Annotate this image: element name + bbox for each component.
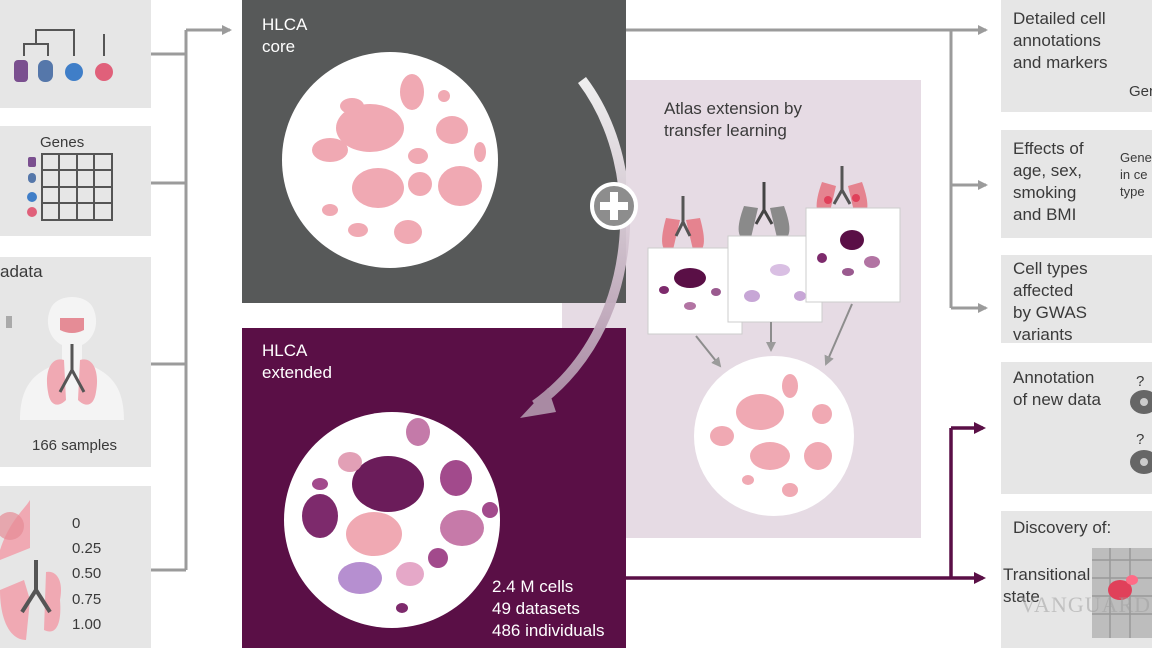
gwas-panel [1001,255,1152,343]
merge-arrows [695,303,853,368]
box3-line1: Cell types [1013,259,1088,278]
samples-label: 166 samples [32,437,118,454]
effects-panel [1001,130,1152,238]
box2-side-line1: Gene [1120,150,1152,165]
box4-question-1: ? [1136,373,1145,390]
box3-line2: affected [1013,281,1074,300]
extended-title-line1: HLCA [262,341,308,360]
annotations-panel [1001,0,1152,112]
scale-tick-4: 1.00 [72,616,102,633]
new-data-cells-icon [1130,390,1152,474]
stat-datasets: 49 datasets [492,599,580,618]
box5-title: Discovery of: [1013,518,1112,537]
box2-line3: smoking [1013,183,1077,202]
extension-title-line2: transfer learning [664,121,787,140]
box4-question-2: ? [1136,431,1145,448]
genes-panel [0,126,151,236]
plus-icon [590,182,638,230]
extended-umap-disc [284,412,500,628]
box1-line1: Detailed cell [1013,9,1106,28]
query-lungs-pink-icon [662,196,704,254]
query-lungs-gray-icon [738,182,790,242]
core-umap-disc [282,52,498,268]
scale-tick-2: 0.50 [72,565,102,582]
core-title-line2: core [262,37,296,56]
genes-label: Genes [40,134,85,151]
input-connectors [151,25,232,572]
box1-line3: and markers [1013,53,1108,72]
box2-line2: age, sex, [1013,161,1082,180]
watermark: VANGUARDIA [1020,592,1152,617]
gene-row-cells [27,157,37,217]
core-title-line1: HLCA [262,15,308,34]
body-lungs-icon [6,297,124,420]
box3-line3: by GWAS [1013,303,1087,322]
box4-line2: of new data [1013,390,1101,409]
cell-type-icons [14,29,113,82]
box2-side-line2: in ce [1120,167,1148,182]
gene-matrix-grid [41,153,113,221]
extension-title-line1: Atlas extension by [664,99,802,118]
box5-line1: Transitional [1003,565,1091,584]
box1-side: Gen [1129,83,1152,100]
new-data-panel [1001,362,1152,494]
box1-line2: annotations [1013,31,1101,50]
box3-line4: variants [1013,325,1073,344]
query-dataset-card-1 [647,247,743,335]
extended-title-line2: extended [262,363,332,382]
transitional-state-icon [1092,548,1152,638]
extension-curve-arrow [532,76,631,410]
box2-side-line3: type [1120,184,1145,199]
ancestry-lungs-icon [0,500,62,640]
query-lungs-red-icon [816,166,868,220]
box5-line2: state [1003,587,1040,606]
merged-umap-disc [694,356,854,516]
scale-tick-1: 0.25 [72,540,102,557]
scale-tick-0: 0 [72,515,81,532]
stat-individuals: 486 individuals [492,621,605,640]
output-connectors [626,25,988,313]
box2-line4: and BMI [1013,205,1077,224]
box4-line1: Annotation [1013,368,1095,387]
extended-connectors [626,422,986,584]
cell-types-panel [0,0,151,108]
box2-line1: Effects of [1013,139,1084,158]
metadata-label: adata [0,262,43,281]
scale-tick-3: 0.75 [72,591,102,608]
stat-cells: 2.4 M cells [492,577,574,596]
query-dataset-card-3 [805,207,901,303]
